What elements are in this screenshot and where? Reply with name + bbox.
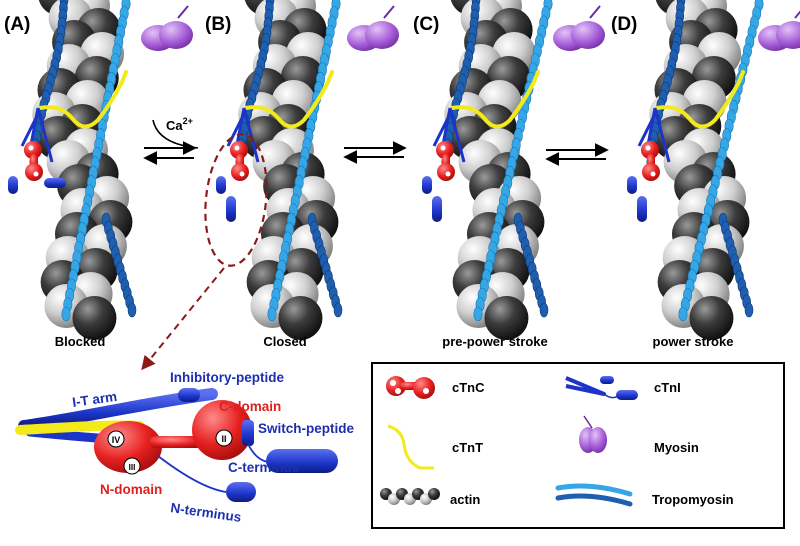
tropomyosin-strand-light [61, 0, 131, 322]
panel-label-c: (C) [413, 14, 439, 35]
legend-label-myosin: Myosin [654, 440, 699, 455]
tropomyosin-strand-dark [440, 0, 549, 318]
legend-label-ctnc: cTnC [452, 380, 485, 395]
state-label-pre-power-stroke: pre-power stroke [442, 334, 547, 349]
label-switch-peptide: Switch-peptide [258, 421, 354, 436]
troponin-complex [422, 70, 540, 222]
tropomyosin-strand-light [267, 0, 341, 322]
calcium-label: Ca2+ [166, 116, 193, 133]
panel-label-b: (B) [205, 14, 231, 35]
state-label-closed: Closed [263, 334, 306, 349]
myosin-head [141, 5, 193, 51]
label-inhibitory-peptide: Inhibitory-peptide [170, 370, 284, 385]
myosin-head [347, 5, 399, 51]
ctnt-icon [387, 424, 434, 470]
actin-icon [380, 488, 440, 505]
label-it-arm: I-T arm [71, 389, 118, 410]
actin-filament [444, 0, 545, 340]
legend-label-actin: actin [450, 492, 480, 507]
tropomyosin-strand-light [473, 0, 553, 322]
panel-pre-power-stroke [422, 0, 605, 340]
label-c-terminus: C-terminus [228, 460, 299, 475]
state-label-power-stroke: power stroke [653, 334, 734, 349]
troponin-complex [216, 70, 334, 222]
c-terminus-capsule [266, 449, 338, 473]
label-n-domain: N-domain [100, 482, 162, 497]
n-terminus-capsule [226, 482, 256, 502]
tropomyosin-strand-light [678, 0, 764, 322]
actin-filament [649, 0, 750, 340]
equilibrium-arrow-a-b [143, 119, 199, 165]
panel-power-stroke [627, 0, 800, 340]
panel-label-d: (D) [611, 14, 637, 35]
troponin-complex [627, 70, 745, 222]
troponin-highlight-ellipse [204, 133, 268, 267]
numeral-iii: III [129, 463, 136, 472]
legend-label-ctni: cTnI [654, 380, 681, 395]
numeral-ii: II [221, 434, 226, 444]
myosin-head [553, 5, 605, 51]
tropomyosin-icon [555, 483, 633, 507]
equilibrium-arrow-b-c [343, 141, 407, 164]
legend-label-tropomyosin: Tropomyosin [652, 492, 734, 507]
troponin-complex [8, 70, 128, 194]
state-label-blocked: Blocked [55, 334, 106, 349]
zoom-dashed-arrow [141, 267, 225, 371]
equilibrium-arrow-c-d [545, 143, 609, 166]
ctni-icon [565, 376, 638, 400]
myosin-icon [579, 415, 607, 453]
myosin-head [758, 10, 800, 51]
legend-box: cTnC cTnI cTnT Myosin actin Tropomyosin [371, 362, 785, 529]
panel-label-a: (A) [4, 14, 30, 35]
switch-peptide-tube [242, 420, 254, 446]
panel-blocked [8, 0, 193, 340]
ctnc-icon [386, 376, 435, 399]
inhibitory-peptide-tube [178, 388, 200, 402]
label-n-terminus: N-terminus [170, 500, 243, 525]
panel-closed [216, 0, 399, 340]
label-c-domain: C-domain [219, 399, 281, 414]
legend-label-ctnt: cTnT [452, 440, 483, 455]
numeral-iv: IV [112, 435, 121, 445]
troponin-zoom-schematic: IV III II I-T arm Inhibitory-peptide C-d… [15, 370, 354, 525]
